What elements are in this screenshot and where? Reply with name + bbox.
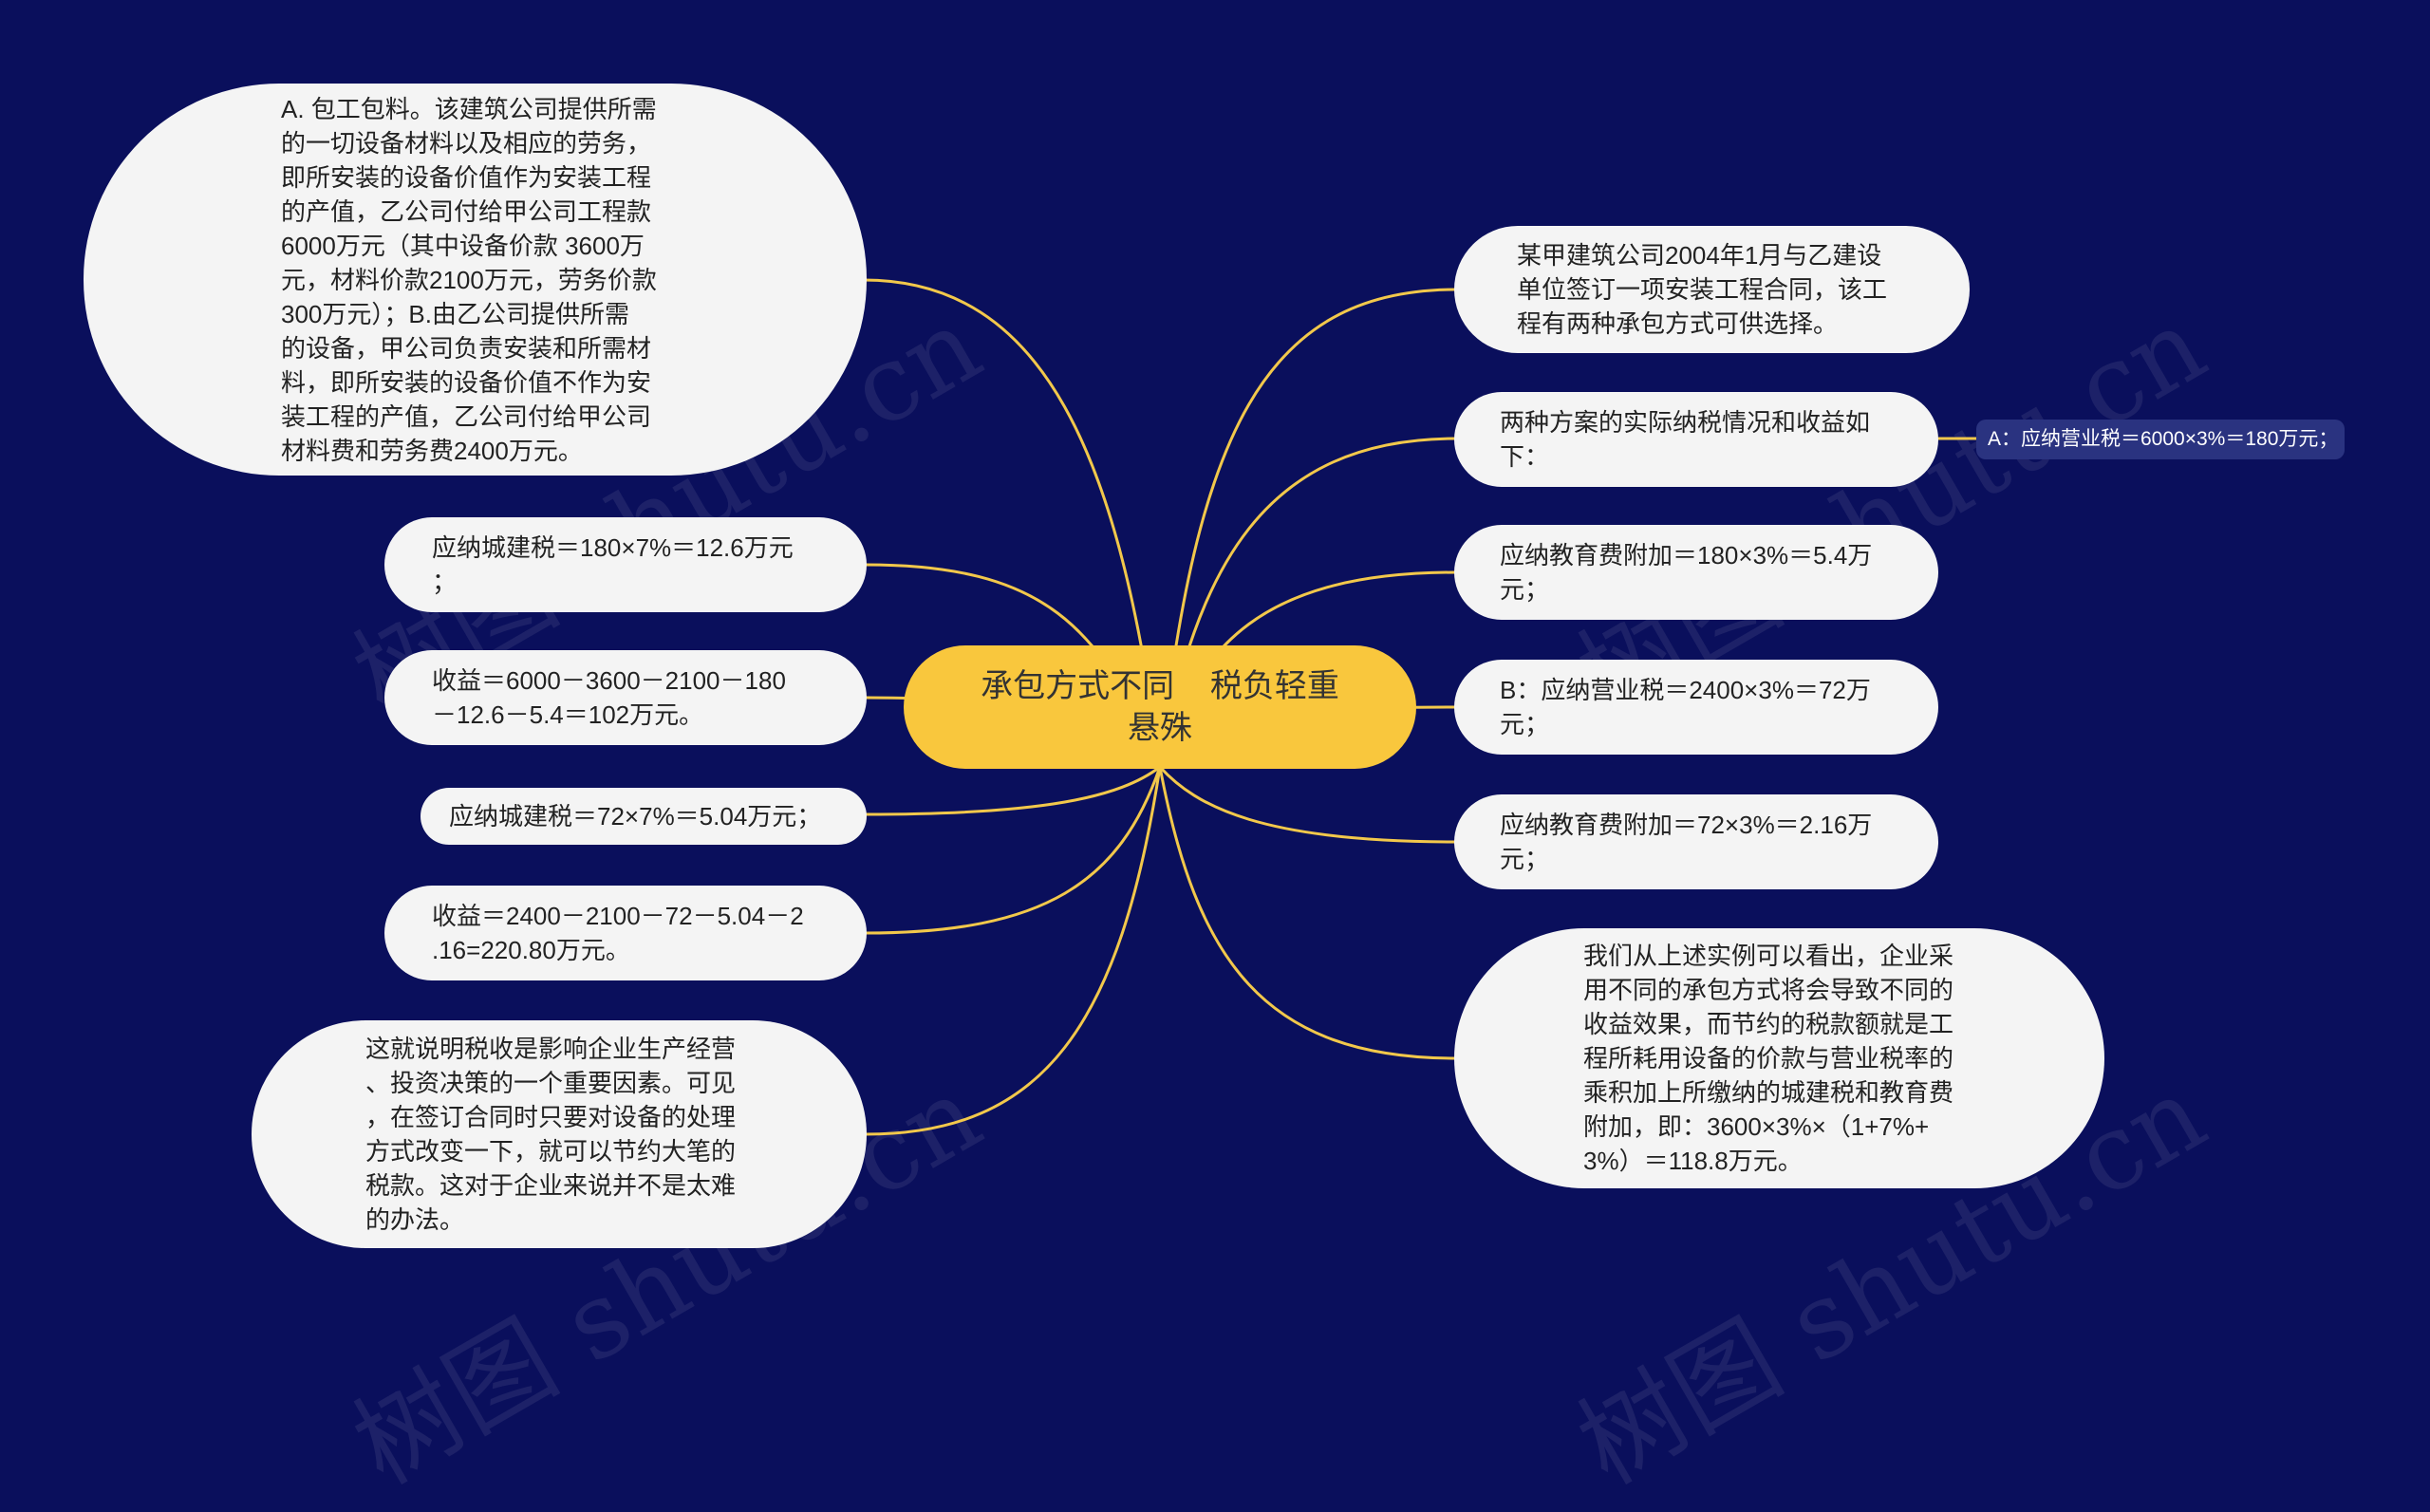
sub-node-a-business-tax[interactable]: A：应纳营业税＝6000×3%＝180万元； [1976, 420, 2345, 459]
node-text: 收益＝6000－3600－2100－180 －12.6－5.4＝102万元。 [432, 666, 786, 729]
root-topic[interactable]: 承包方式不同 税负轻重 悬殊 [904, 645, 1416, 769]
link-right-5 [1158, 766, 1457, 1060]
left-node-4[interactable]: 收益＝2400－2100－72－5.04－2 .16=220.80万元。 [384, 886, 867, 980]
left-node-0[interactable]: A. 包工包料。该建筑公司提供所需 的一切设备材料以及相应的劳务， 即所安装的设… [84, 84, 867, 476]
node-text: 应纳城建税＝72×7%＝5.04万元； [449, 802, 822, 831]
right-node-3[interactable]: B：应纳营业税＝2400×3%＝72万 元； [1454, 660, 1938, 755]
right-node-1[interactable]: 两种方案的实际纳税情况和收益如 下： [1454, 392, 1938, 487]
right-node-0[interactable]: 某甲建筑公司2004年1月与乙建设 单位签订一项安装工程合同，该工 程有两种承包… [1454, 226, 1970, 353]
link-left-0 [863, 278, 1162, 768]
node-text: 某甲建筑公司2004年1月与乙建设 单位签订一项安装工程合同，该工 程有两种承包… [1517, 241, 1888, 338]
left-node-3[interactable]: 应纳城建税＝72×7%＝5.04万元； [421, 788, 867, 845]
link-right-4 [1158, 765, 1457, 844]
link-left-5 [865, 766, 1162, 1136]
right-node-2[interactable]: 应纳教育费附加＝180×3%＝5.4万 元； [1454, 525, 1938, 620]
node-text: A. 包工包料。该建筑公司提供所需 的一切设备材料以及相应的劳务， 即所安装的设… [281, 94, 657, 465]
right-node-4[interactable]: 应纳教育费附加＝72×3%＝2.16万 元； [1454, 794, 1938, 889]
right-node-5[interactable]: 我们从上述实例可以看出，企业采 用不同的承包方式将会导致不同的 收益效果，而节约… [1454, 928, 2104, 1188]
node-text: 应纳城建税＝180×7%＝12.6万元 ； [432, 533, 794, 596]
node-text: 我们从上述实例可以看出，企业采 用不同的承包方式将会导致不同的 收益效果，而节约… [1583, 942, 1954, 1175]
link-left-3 [865, 765, 1161, 816]
left-node-2[interactable]: 收益＝6000－3600－2100－180 －12.6－5.4＝102万元。 [384, 650, 867, 745]
node-text: 这就说明税收是影响企业生产经营 、投资决策的一个重要因素。可见 ，在签订合同时只… [365, 1035, 737, 1234]
left-node-1[interactable]: 应纳城建税＝180×7%＝12.6万元 ； [384, 517, 867, 612]
root-title: 承包方式不同 税负轻重 悬殊 [981, 668, 1339, 746]
node-text: 应纳教育费附加＝72×3%＝2.16万 元； [1500, 811, 1873, 873]
node-text: 应纳教育费附加＝180×3%＝5.4万 元； [1500, 541, 1873, 604]
left-node-5[interactable]: 这就说明税收是影响企业生产经营 、投资决策的一个重要因素。可见 ，在签订合同时只… [252, 1020, 867, 1248]
sub-node-text: A：应纳营业税＝6000×3%＝180万元； [1988, 428, 2339, 450]
link-left-4 [865, 766, 1162, 935]
link-right-0 [1158, 288, 1457, 768]
node-text: 两种方案的实际纳税情况和收益如 下： [1500, 408, 1871, 471]
node-text: 收益＝2400－2100－72－5.04－2 .16=220.80万元。 [432, 902, 804, 964]
node-text: B：应纳营业税＝2400×3%＝72万 元； [1500, 676, 1871, 738]
